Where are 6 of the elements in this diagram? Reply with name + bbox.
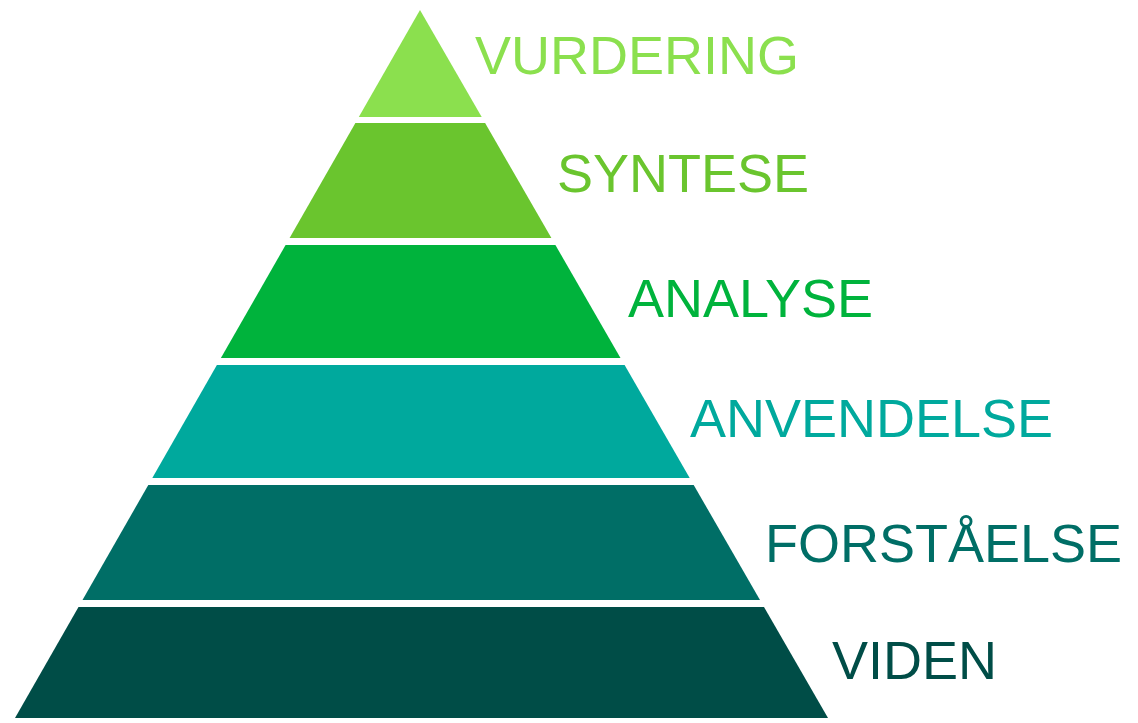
level-label: SYNTESE <box>557 146 810 200</box>
level-label: VURDERING <box>475 28 800 82</box>
level-label: VIDEN <box>832 633 998 687</box>
level-label: ANALYSE <box>628 271 874 325</box>
level-label: ANVENDELSE <box>690 391 1054 445</box>
level-label: FORSTÅELSE <box>765 516 1123 570</box>
